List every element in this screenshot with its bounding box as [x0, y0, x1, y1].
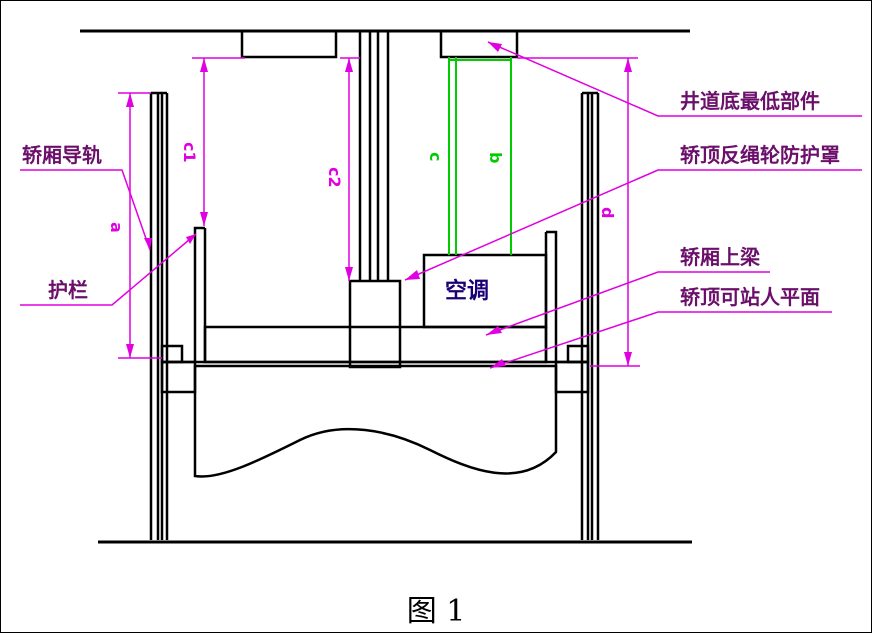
dimension-a-label: a: [107, 222, 126, 233]
guardrail-right: [544, 230, 558, 362]
magenta-dimension-lines: [20, 41, 862, 369]
label-car-top-standing-surface: 轿顶可站人平面: [680, 285, 820, 309]
sheave-guard-box: [348, 279, 402, 369]
label-guardrail: 护栏: [48, 278, 88, 302]
label-pit-lowest-part: 井道底最低部件: [680, 89, 820, 113]
figure-caption: 图 1: [406, 594, 466, 629]
overhead-component-right: [439, 29, 519, 59]
overhead-component-left: [240, 29, 338, 59]
dimension-arrowheads: [126, 42, 632, 368]
green-dimension-box: [448, 57, 512, 255]
car-guide-rail-right: [580, 91, 600, 540]
dimension-b-label: b: [486, 152, 505, 163]
label-car-top-beam: 轿厢上梁: [680, 245, 761, 269]
guide-shoe-right-top: [566, 344, 590, 364]
dimension-c2-label: c2: [325, 167, 344, 188]
central-rod: [358, 31, 390, 281]
label-car-top-sheave-guard: 轿顶反绳轮防护罩: [680, 143, 840, 167]
guide-shoe-left-top: [160, 344, 184, 364]
dimension-c1-label: c1: [180, 142, 199, 163]
car-body: [193, 364, 558, 478]
air-conditioner-label: 空调: [445, 278, 489, 304]
dimension-c-label: c: [426, 152, 445, 161]
car-guide-rail-left: [149, 91, 169, 540]
guardrail-left: [193, 226, 207, 362]
dimension-d-label: d: [598, 207, 617, 218]
label-car-guide-rail: 轿厢导轨: [22, 143, 102, 167]
